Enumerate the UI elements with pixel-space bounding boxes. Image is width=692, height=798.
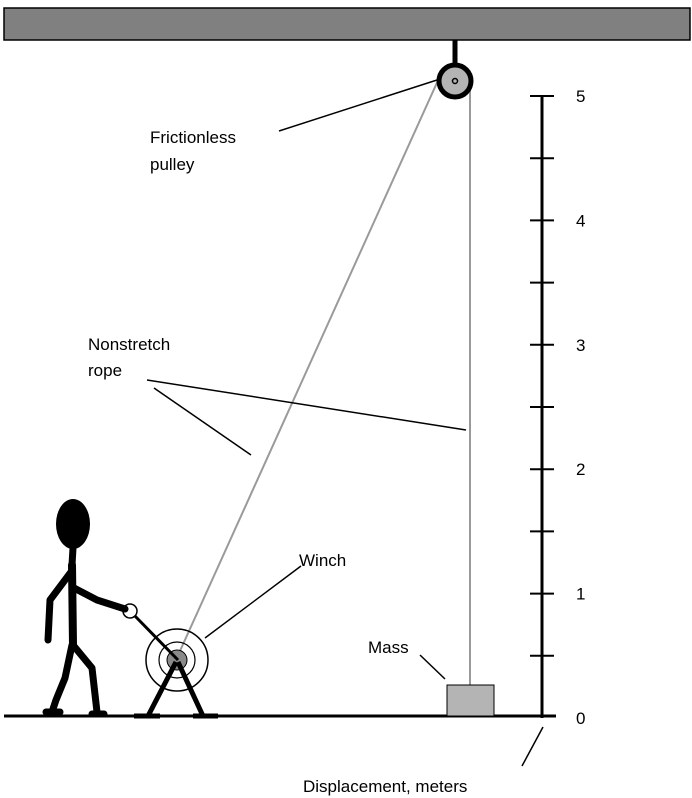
axis-leader (521, 726, 544, 767)
mass-label: Mass (368, 638, 409, 657)
winch (122, 603, 218, 719)
person-arm-front (70, 584, 129, 613)
person-leg-back (48, 641, 76, 716)
tick-label: 4 (576, 211, 585, 230)
tick-label: 3 (576, 336, 585, 355)
person (42, 499, 129, 718)
tick-label: 5 (576, 87, 585, 106)
ceiling-beam (3, 7, 691, 41)
person-torso (68, 561, 77, 649)
person-head (56, 499, 90, 549)
pulley-leader (278, 79, 438, 132)
rope-label: Nonstretch rope (88, 335, 175, 380)
person-leg-front (69, 641, 101, 716)
mass-block (446, 684, 495, 717)
winch-label: Winch (299, 551, 346, 570)
pulley-label-line1: Frictionless (150, 128, 236, 147)
pulley-wheel (436, 62, 474, 100)
pulley (436, 62, 474, 100)
tick-label: 2 (576, 460, 585, 479)
winch-crank-arm (131, 612, 180, 662)
displacement-scale: 0 1 2 3 4 5 (530, 87, 585, 728)
winch-drum-outer (145, 628, 209, 692)
pulley-axle (451, 77, 459, 85)
axis-label: Displacement, meters (303, 777, 467, 796)
rope-to-winch (174, 75, 441, 663)
pulley-label: Frictionless pulley (150, 128, 241, 174)
winch-leader (204, 565, 302, 639)
rope-label-line1: Nonstretch (88, 335, 170, 354)
winch-leg-right (175, 660, 206, 718)
winch-drum-inner (158, 641, 196, 679)
pulley-label-line2: pulley (150, 155, 195, 174)
winch-leg-left (145, 660, 179, 718)
rope-label-line2: rope (88, 361, 122, 380)
mass-leader (419, 654, 446, 680)
person-arm-back (44, 568, 75, 644)
rope-leader-right (146, 379, 467, 431)
tick-label: 1 (576, 585, 585, 604)
rope-leader-left (153, 387, 252, 456)
scale-ticks: 0 1 2 3 4 5 (530, 87, 585, 728)
tick-label: 0 (576, 709, 585, 728)
